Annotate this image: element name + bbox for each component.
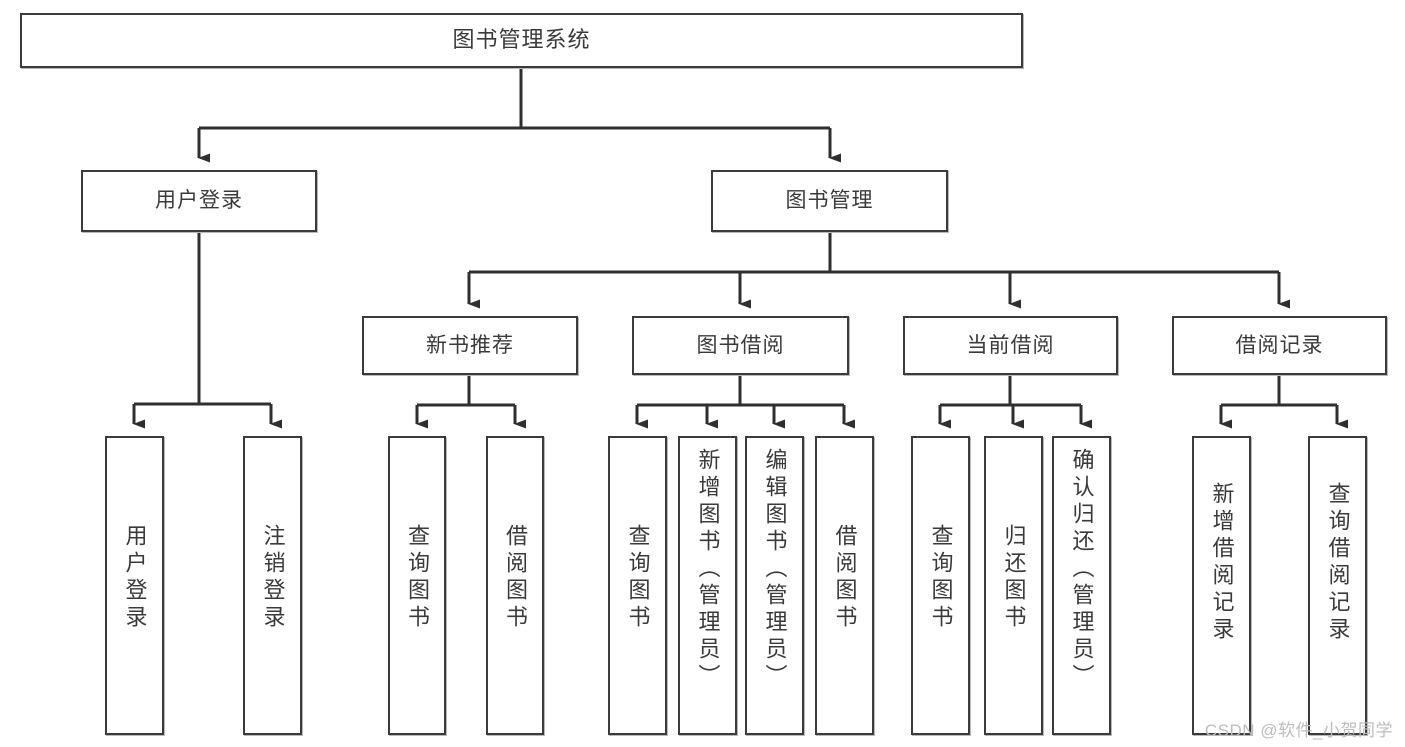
- node-label: 查询图书: [928, 524, 954, 632]
- node-label: 借阅图书: [503, 524, 528, 632]
- node-label: 新增图书（管理员）: [695, 448, 721, 691]
- node-leaf-add-record[interactable]: 新增借阅记录: [1192, 436, 1251, 735]
- node-label: 图书管理系统: [452, 27, 591, 53]
- node-leaf-borrow-book[interactable]: 借阅图书: [815, 436, 874, 735]
- node-leaf-edit-book[interactable]: 编辑图书（管理员）: [745, 436, 804, 735]
- node-leaf-logout[interactable]: 注销登录: [243, 436, 302, 735]
- node-label: 新书推荐: [426, 333, 514, 357]
- node-label: 编辑图书（管理员）: [762, 448, 788, 691]
- node-leaf-query-record[interactable]: 查询借阅记录: [1308, 436, 1367, 735]
- node-label: 查询图书: [405, 524, 430, 632]
- node-leaf-query-book-borrow[interactable]: 查询图书: [608, 436, 667, 735]
- node-leaf-return-book[interactable]: 归还图书: [984, 436, 1043, 735]
- node-leaf-user-login[interactable]: 用户登录: [105, 436, 164, 735]
- node-label: 归还图书: [1001, 524, 1027, 632]
- node-leaf-confirm-return[interactable]: 确认归还（管理员）: [1052, 436, 1111, 735]
- node-leaf-query-book-cur[interactable]: 查询图书: [911, 436, 970, 735]
- node-label: 查询借阅记录: [1325, 482, 1351, 644]
- node-book-borrow[interactable]: 图书借阅: [632, 316, 849, 375]
- node-label: 新增借阅记录: [1209, 482, 1235, 644]
- node-label: 用户登录: [155, 189, 243, 213]
- node-root[interactable]: 图书管理系统: [20, 13, 1023, 68]
- node-label: 用户登录: [122, 524, 148, 632]
- node-leaf-borrow-book-rec[interactable]: 借阅图书: [486, 436, 544, 735]
- node-label: 图书借阅: [696, 333, 785, 357]
- node-leaf-query-book-rec[interactable]: 查询图书: [388, 436, 446, 735]
- node-new-book-recommend[interactable]: 新书推荐: [362, 316, 578, 375]
- node-user-login[interactable]: 用户登录: [81, 170, 317, 232]
- node-book-manage[interactable]: 图书管理: [711, 170, 948, 232]
- node-label: 确认归还（管理员）: [1069, 448, 1095, 691]
- node-label: 图书管理: [785, 189, 874, 213]
- node-label: 注销登录: [260, 524, 286, 632]
- node-label: 查询图书: [625, 524, 651, 632]
- node-label: 借阅图书: [832, 524, 858, 632]
- node-label: 当前借阅: [966, 333, 1055, 357]
- node-label: 借阅记录: [1235, 333, 1324, 357]
- node-borrow-record[interactable]: 借阅记录: [1172, 316, 1387, 375]
- node-leaf-add-book[interactable]: 新增图书（管理员）: [678, 436, 737, 735]
- node-current-borrow[interactable]: 当前借阅: [903, 316, 1118, 375]
- csdn-watermark: CSDN @软件_小贺同学: [1204, 721, 1393, 740]
